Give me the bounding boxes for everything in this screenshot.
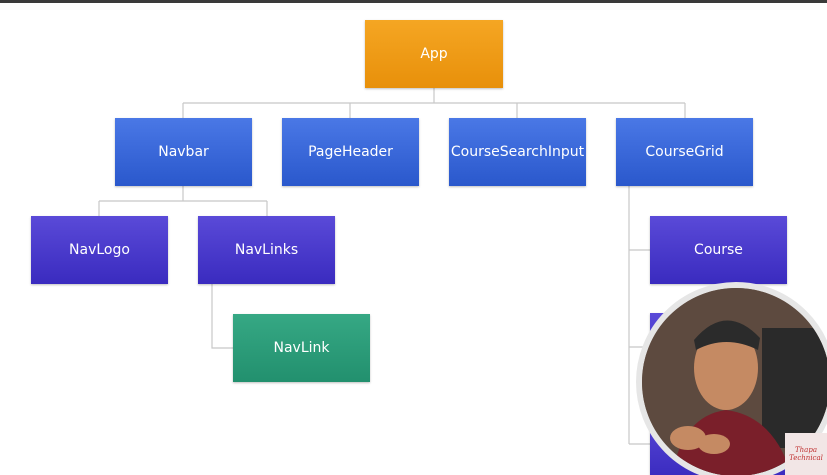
node-navbar-label: Navbar (158, 144, 209, 160)
node-app-label: App (420, 46, 448, 62)
node-pageheader-label: PageHeader (308, 144, 393, 160)
node-course: Course (650, 216, 787, 284)
connector-navlinks-child (211, 284, 233, 349)
presenter-webcam (636, 282, 827, 475)
node-app: App (365, 20, 503, 88)
connector-coursegrid-children (628, 186, 650, 445)
channel-watermark-logo: Thapa Technical (785, 433, 827, 475)
node-coursegrid-label: CourseGrid (645, 144, 724, 160)
node-coursesearchinput: CourseSearchInput (449, 118, 586, 186)
node-navlinks: NavLinks (198, 216, 335, 284)
node-navbar: Navbar (115, 118, 252, 186)
node-pageheader: PageHeader (282, 118, 419, 186)
node-navlink: NavLink (233, 314, 370, 382)
top-border (0, 0, 827, 3)
node-navlinks-label: NavLinks (234, 242, 299, 258)
watermark-line-2: Technical (789, 454, 823, 462)
node-coursegrid: CourseGrid (616, 118, 753, 186)
connector-app-children (182, 88, 686, 118)
node-navlink-label: NavLink (273, 340, 330, 356)
node-coursesearchinput-label: CourseSearchInput (450, 144, 585, 160)
node-navlogo-label: NavLogo (69, 242, 130, 258)
connector-navbar-children (98, 186, 268, 216)
watermark-line-1: Thapa (794, 445, 817, 454)
node-navlogo: NavLogo (31, 216, 168, 284)
presenter-image (642, 288, 827, 475)
node-course-label: Course (694, 242, 743, 258)
